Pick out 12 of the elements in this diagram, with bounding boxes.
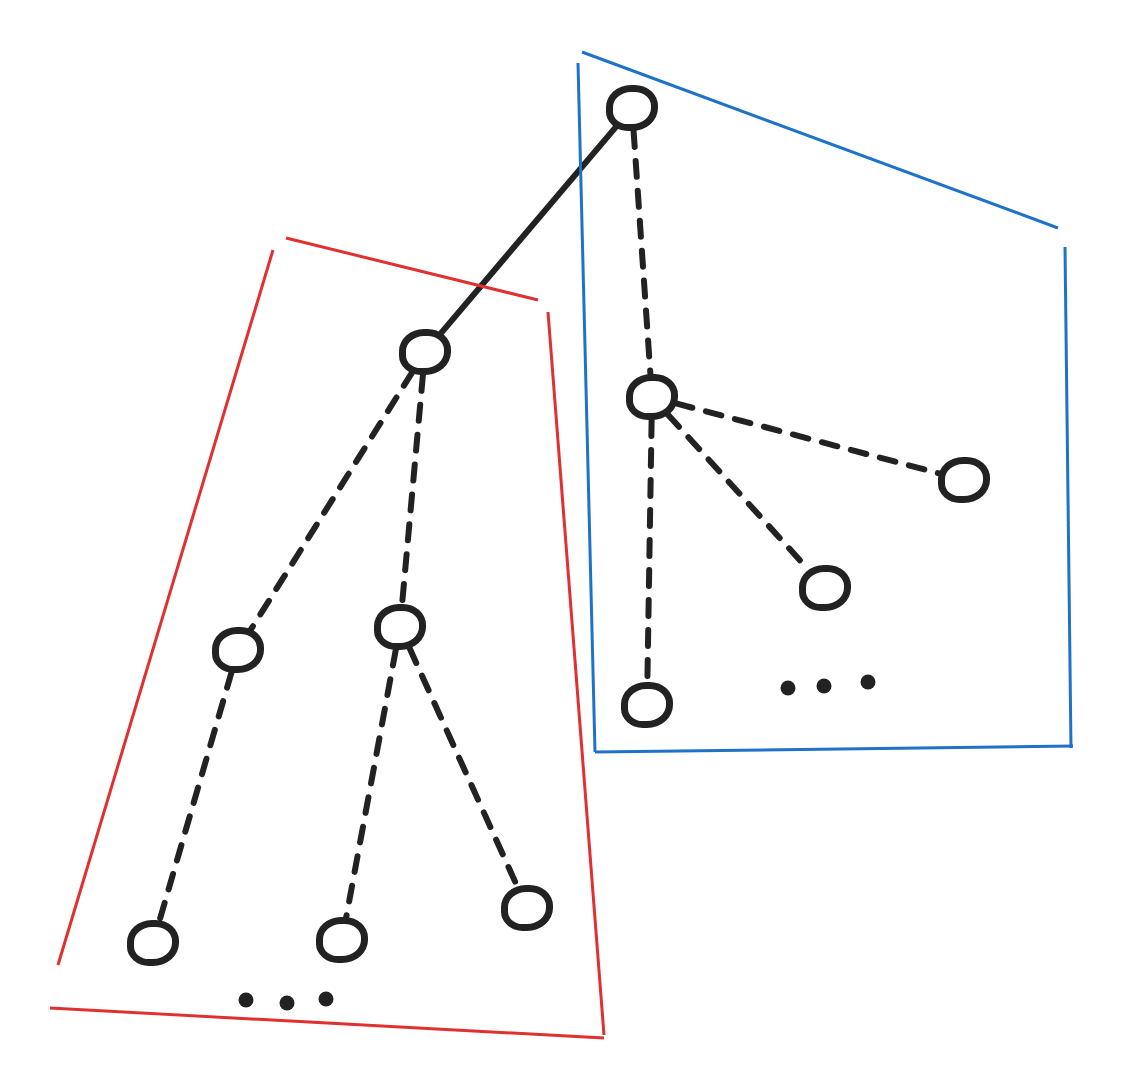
tree-node: [938, 457, 990, 503]
tree-node: [621, 682, 673, 728]
tree-node: [127, 920, 179, 966]
tree-node: [316, 917, 368, 963]
tree-node: [606, 85, 658, 131]
tree-node: [501, 885, 553, 931]
tree-node: [374, 604, 426, 650]
tree-node: [799, 565, 851, 611]
tree-node: [399, 329, 451, 375]
tree-node: [212, 627, 264, 673]
tree-edge: [437, 123, 620, 337]
tree-node: [626, 374, 678, 420]
